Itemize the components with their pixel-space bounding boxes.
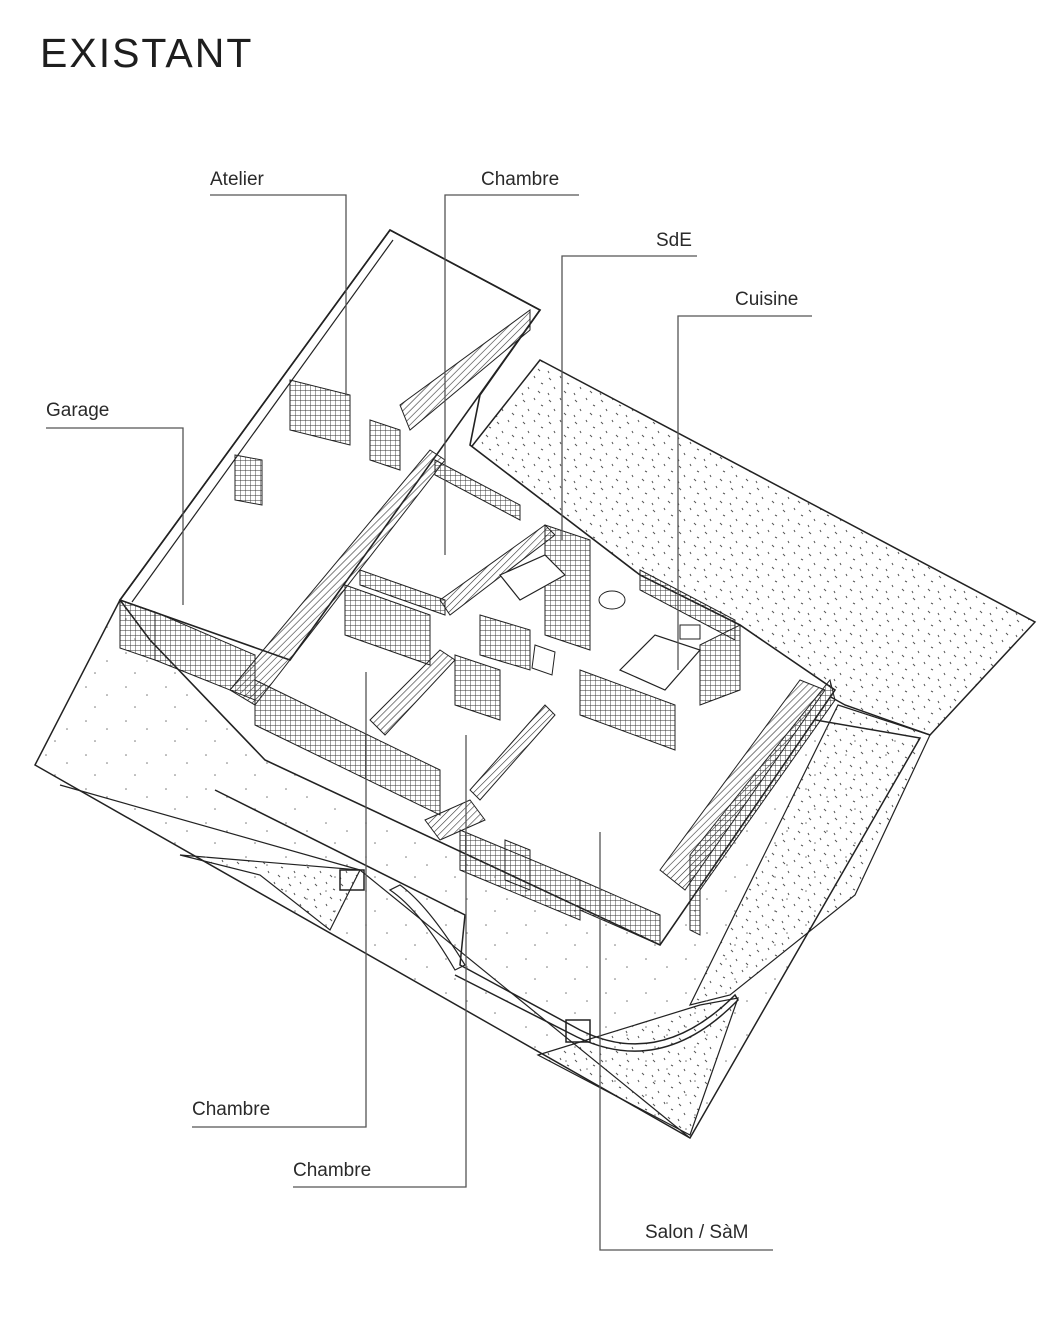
- living-room-walls: [424, 678, 836, 946]
- bedroom-walls: [254, 459, 556, 816]
- room-label-atelier: Atelier: [210, 169, 264, 190]
- page-title: EXISTANT: [40, 30, 254, 76]
- room-label-chambre-1: Chambre: [192, 1099, 271, 1120]
- garage-outline: [118, 228, 542, 701]
- room-label-sde: SdE: [656, 230, 692, 251]
- kitchen-walls: [579, 569, 741, 751]
- room-label-salon: Salon / SàM: [645, 1222, 749, 1243]
- room-label-cuisine: Cuisine: [735, 289, 799, 310]
- room-label-garage: Garage: [46, 400, 110, 421]
- room-label-chambre-top: Chambre: [481, 169, 560, 190]
- leader-lines: [46, 194, 812, 1251]
- room-label-chambre-2: Chambre: [293, 1160, 372, 1181]
- terrace-path: [214, 789, 739, 1052]
- atelier-walls: [229, 309, 531, 706]
- bathroom-walls: [479, 524, 591, 676]
